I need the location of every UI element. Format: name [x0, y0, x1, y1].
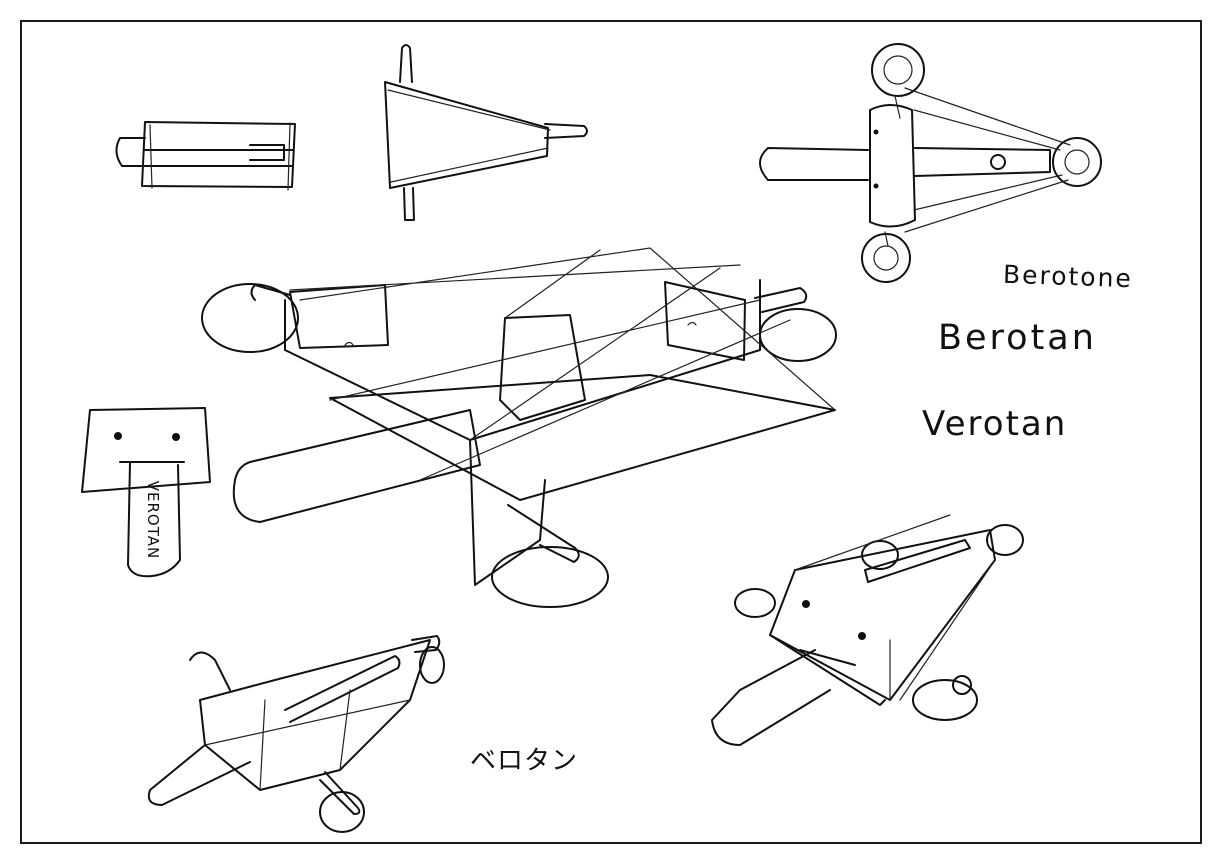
katakana-label: ベロタン — [470, 746, 579, 776]
lower-right-view-sketch — [711, 514, 1024, 746]
side-view-sketch — [115, 121, 296, 191]
lower-left-view-sketch — [147, 635, 445, 833]
main-perspective-sketch — [201, 247, 837, 608]
plan-view-sketch — [759, 43, 1102, 283]
sheet-border — [20, 20, 1202, 844]
name-label-berotone: Berotone — [1002, 259, 1134, 294]
name-label-berotan: Berotan — [938, 318, 1097, 358]
face-sketch — [81, 407, 211, 578]
tongue-label: VEROTAN — [144, 480, 162, 560]
top-view-sketch — [384, 44, 588, 221]
name-label-verotan: Verotan — [922, 404, 1068, 444]
